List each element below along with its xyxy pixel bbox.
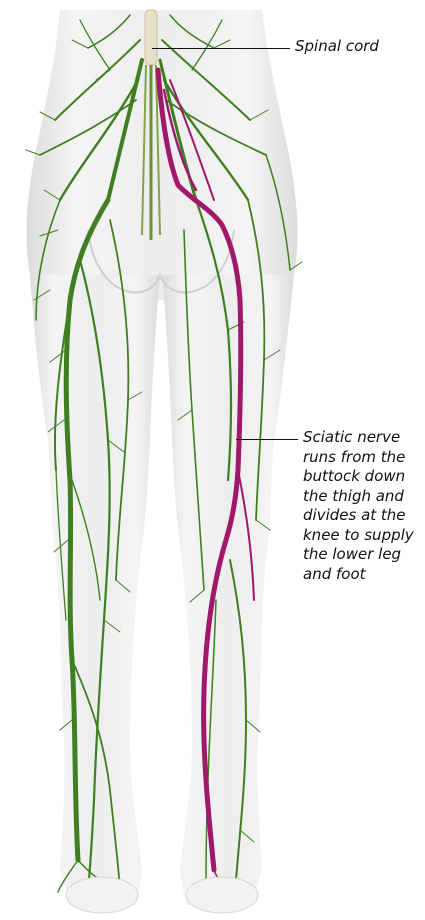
spinal-cord-shaft	[145, 10, 157, 65]
torso-and-hips	[27, 10, 298, 300]
right-leg	[162, 275, 294, 905]
spinal-cord-label: Spinal cord	[295, 37, 379, 57]
sciatic-nerve-leader-line	[236, 439, 298, 440]
spinal-cord-leader-line	[152, 48, 290, 49]
left-heel	[66, 877, 138, 913]
right-heel	[186, 877, 258, 913]
sciatic-nerve-label: Sciatic nerve runs from the buttock down…	[303, 428, 423, 584]
feet	[66, 877, 258, 913]
left-leg	[30, 275, 160, 905]
